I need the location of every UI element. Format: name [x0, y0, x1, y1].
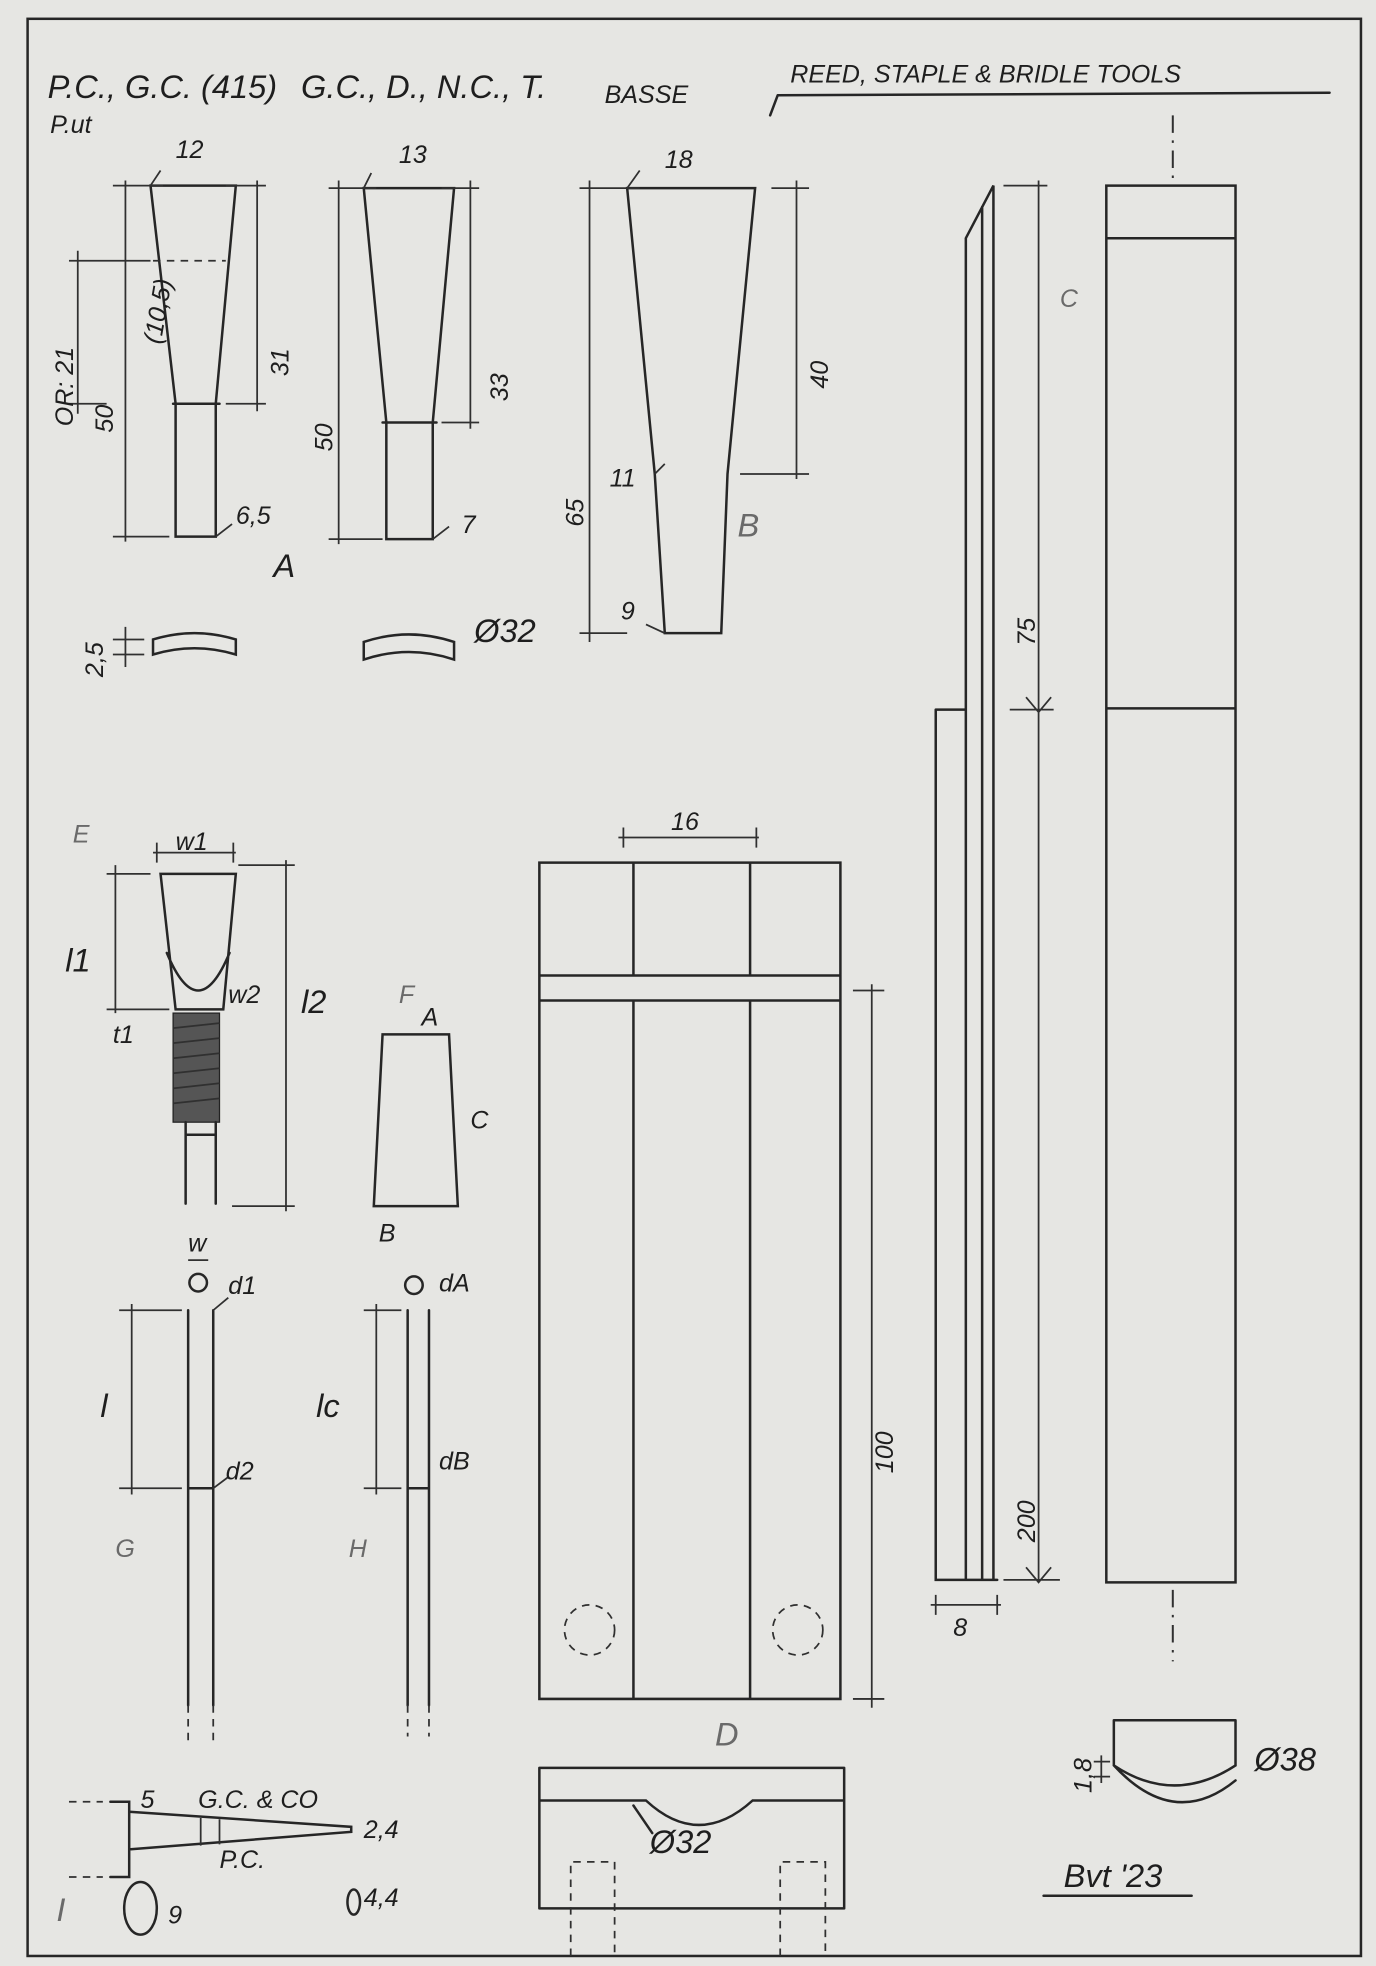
dimension-label: A	[419, 1004, 438, 1032]
header-col1: P.C., G.C. (415)	[48, 68, 277, 105]
part-h: dA lc dB H	[316, 1269, 470, 1737]
dimension-label: t1	[113, 1021, 134, 1049]
dimension-label: 75	[1013, 617, 1041, 646]
dimension-label: 6,5	[236, 502, 272, 530]
dimension-label: 12	[176, 136, 204, 164]
dimension-label: 8	[953, 1614, 967, 1642]
part-d: 16 100 D Ø32	[538, 808, 899, 1956]
dimension-label: 9	[621, 597, 635, 625]
sheet-border	[26, 17, 1363, 1958]
header-col1-sub: P.ut	[50, 111, 92, 139]
dimension-label: 200	[1013, 1500, 1041, 1543]
drawing-title: REED, STAPLE & BRIDLE TOOLS	[790, 61, 1181, 89]
dimension-label: dB	[439, 1447, 470, 1475]
part-b-label: B	[738, 507, 760, 544]
part-f-label: F	[399, 981, 416, 1009]
dimension-label: 65	[561, 498, 589, 527]
dimension-label: w	[188, 1229, 208, 1257]
part-c-front	[1105, 115, 1237, 1662]
dimension-label: d2	[226, 1458, 254, 1486]
bridle-section: 1,8 Ø38	[1069, 1718, 1316, 1804]
dimension-label: l1	[65, 942, 90, 979]
dimension-label: 40	[806, 361, 834, 389]
dimension-label: 9	[168, 1901, 182, 1929]
part-i: 5 G.C. & CO 2,4 P.C. I 9 4,4	[56, 1786, 399, 1936]
dimension-label: 31	[266, 348, 294, 376]
dimension-label: 13	[399, 141, 427, 169]
header-col2: G.C., D., N.C., T.	[301, 68, 546, 105]
dimension-label: 33	[486, 373, 514, 401]
part-a-gc: 13 50 33 7	[310, 141, 514, 545]
dimension-label: w1	[176, 828, 208, 856]
dimension-label: G.C. & CO	[198, 1786, 318, 1814]
dimension-label: 50	[91, 405, 119, 433]
part-e-reed: E w1 l1 l2 t1 w2	[65, 821, 326, 1212]
header-col3: BASSE	[605, 81, 689, 109]
dimension-label: B	[379, 1219, 396, 1247]
dimension-label: 1,8	[1069, 1758, 1097, 1793]
part-a-label: A	[271, 547, 295, 584]
part-a-pc: 12 (10,5) 31 OR: 21 50 6,5 A	[51, 136, 295, 584]
part-e-label: E	[73, 821, 90, 849]
part-c-side: C 75 200 8	[930, 180, 1079, 1642]
part-g-label: G	[115, 1535, 135, 1563]
dimension-label: OR: 21	[51, 347, 79, 426]
dimension-label: Ø32	[473, 612, 536, 649]
dimension-label: 11	[610, 464, 636, 492]
dimension-label: C	[470, 1106, 489, 1134]
dimension-label: lc	[316, 1387, 340, 1424]
dimension-label: l2	[301, 983, 326, 1020]
part-b-basse: 18 40 11 65 9 B	[561, 146, 834, 642]
dimension-label: d1	[228, 1272, 256, 1300]
part-a-sections: 2,5 Ø32	[81, 612, 536, 678]
dimension-label: 2,5	[81, 641, 109, 678]
dimension-label: 4,4	[364, 1884, 399, 1912]
dimension-label: w2	[228, 981, 260, 1009]
part-c-label: C	[1060, 285, 1079, 313]
dimension-label: l	[100, 1387, 108, 1424]
title-underline	[768, 91, 1331, 117]
dimension-label: Ø32	[649, 1823, 712, 1860]
dimension-label: P.C.	[220, 1846, 266, 1874]
dimension-label: 50	[310, 423, 338, 451]
dimension-label: 2,4	[363, 1816, 399, 1844]
dimension-label: Ø38	[1253, 1740, 1316, 1777]
dimension-label: 16	[671, 808, 699, 836]
part-h-label: H	[349, 1535, 368, 1563]
part-g: w d1 l d2 G	[100, 1229, 256, 1746]
dimension-label: dA	[439, 1269, 470, 1297]
part-i-label: I	[56, 1891, 65, 1928]
dimension-label: 100	[871, 1431, 899, 1473]
part-d-label: D	[715, 1715, 739, 1752]
dimension-label: 5	[140, 1786, 155, 1814]
dimension-label: 7	[462, 511, 477, 539]
part-f: F A C B	[372, 981, 489, 1247]
signature: Bvt '23	[1064, 1857, 1163, 1894]
dimension-label: 18	[665, 146, 693, 174]
